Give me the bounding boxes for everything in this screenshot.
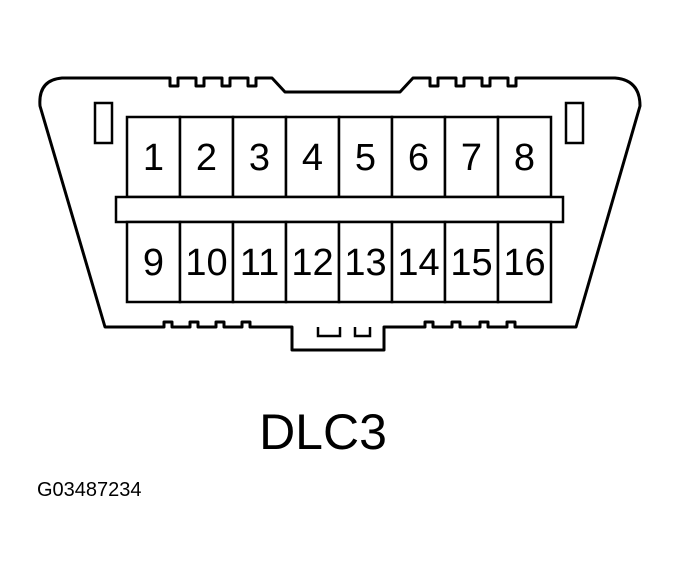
pin-cell-9 [125,220,182,304]
pin-cell-14 [390,220,447,304]
pin-label-7: 7 [461,137,482,179]
pin-label-10: 10 [185,242,227,284]
pin-label-9: 9 [143,242,164,284]
pin-label-11: 11 [240,242,279,284]
pin-label-16: 16 [503,242,545,284]
pin-label-15: 15 [450,242,492,284]
bottom-key-detail [316,327,372,338]
figure-id: G03487234 [37,479,142,501]
pin-cell-16 [496,220,553,304]
pin-label-2: 2 [196,137,217,179]
pin-label-5: 5 [355,137,376,179]
pin-label-12: 12 [291,242,333,284]
pin-label-4: 4 [302,137,323,179]
pin-cell-15 [443,220,500,304]
pin-cell-2 [178,115,235,199]
pin-label-3: 3 [249,137,270,179]
connector-title: DLC3 [259,404,387,460]
pin-cell-11 [231,220,288,304]
center-separator-bar [114,195,565,224]
pin-cell-10 [178,220,235,304]
pin-label-8: 8 [514,137,535,179]
pin-row-bottom: 9 10 11 12 13 14 15 16 [125,220,553,304]
pin-label-1: 1 [143,137,164,179]
pin-label-6: 6 [408,137,429,179]
pin-label-14: 14 [397,242,439,284]
pin-label-13: 13 [344,242,386,284]
right-latch-slot [564,101,585,145]
left-latch-slot [93,101,114,145]
pin-cell-8 [496,115,553,199]
connector-housing-outline [38,76,642,352]
